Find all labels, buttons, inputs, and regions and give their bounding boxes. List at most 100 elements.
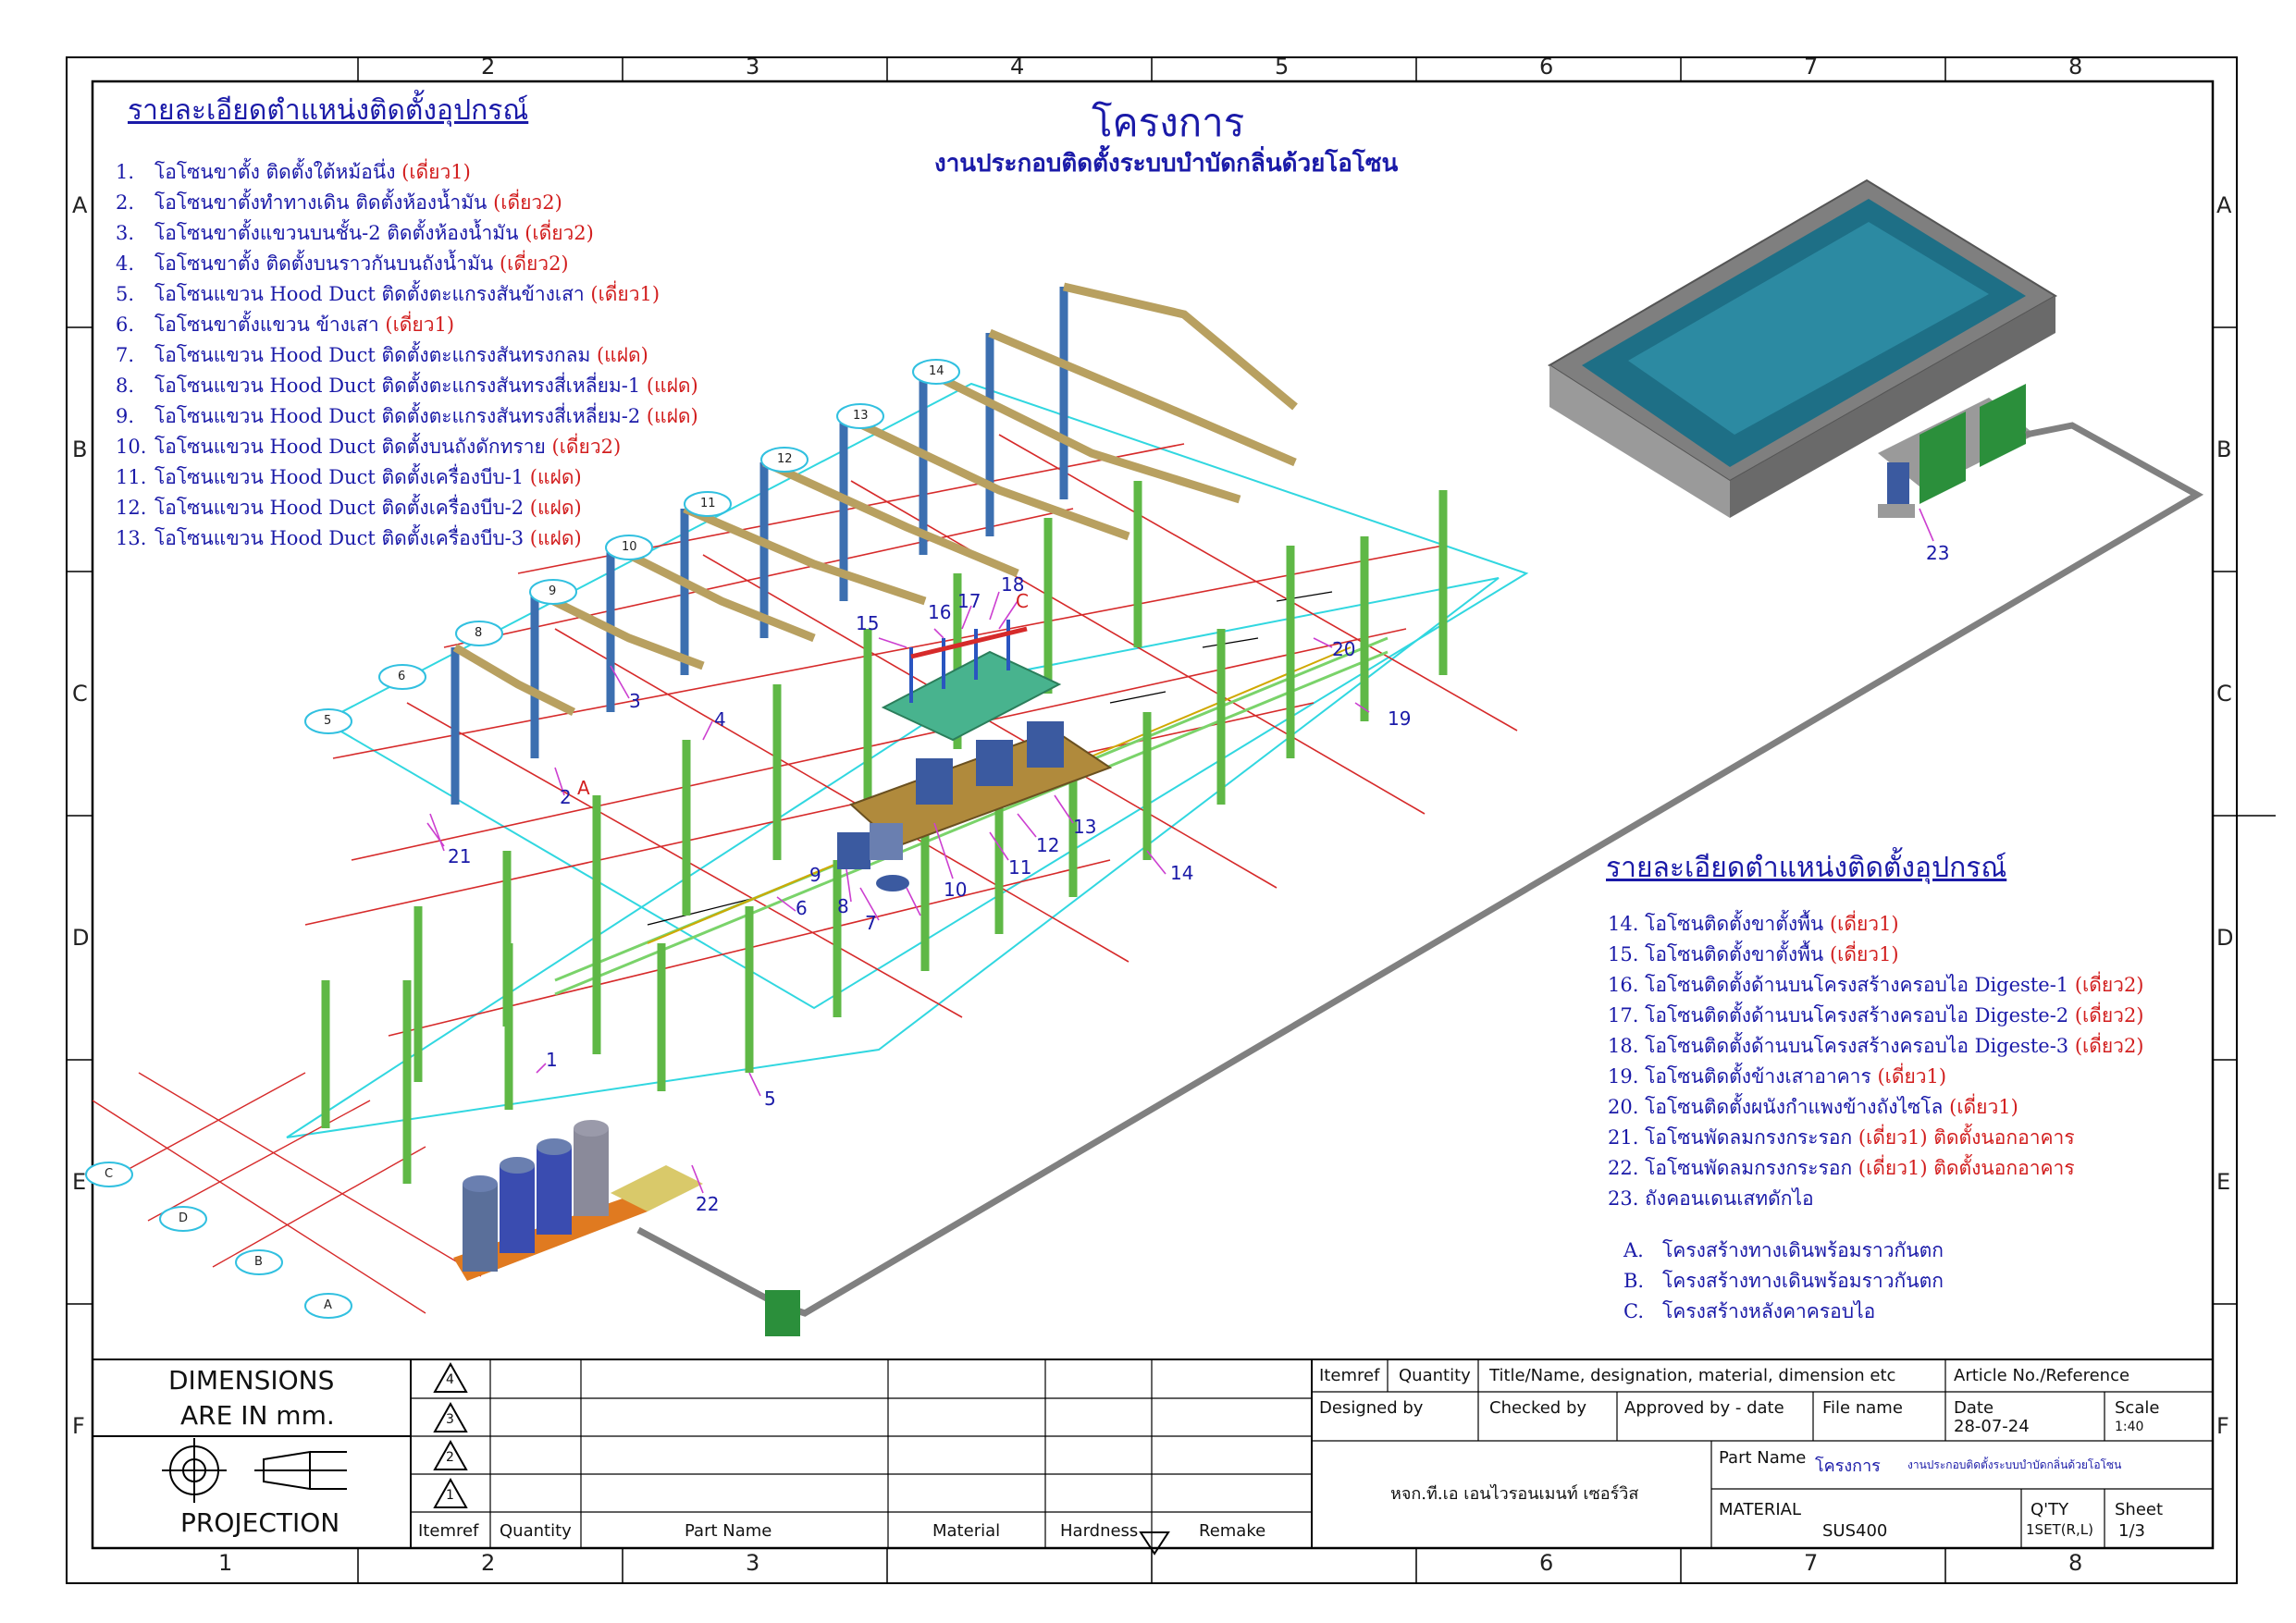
list-item: 19. โอโซนติดตั้งข้างเสาอาคาร (เดี่ยว1) [1608,1065,1947,1088]
list-item: A.โครงสร้างทางเดินพร้อมราวกันตก [1623,1239,1944,1261]
grid-bubble: 11 [700,497,716,510]
callout-label: 11 [1008,856,1032,879]
grid-bubble: B [254,1255,263,1269]
digester-canopy [849,620,1113,848]
tb-title-name: Title/Name, designation, material, dimen… [1489,1366,1896,1385]
parts-header-remake: Remake [1199,1521,1266,1541]
callout-label: 19 [1388,707,1412,730]
tb-article: Article No./Reference [1954,1366,2130,1385]
row-label: F [2216,1413,2229,1439]
callout-label: 2 [560,786,572,808]
parts-header-part-name: Part Name [685,1521,772,1541]
tb-date-label: Date [1954,1398,1994,1418]
callout-label: 8 [837,895,849,917]
list-right-title: รายละเอียดตำแหน่งติดตั้งอุปกรณ์ [1606,852,2007,884]
list-item: 7.โอโซนแขวน Hood Duct ติดตั้งตะแกรงสันทร… [116,344,648,366]
row-label: E [72,1169,87,1195]
grid-bubble: 5 [324,714,332,728]
parts-header-quantity: Quantity [500,1521,572,1541]
grid-bubble: D [179,1211,189,1225]
tb-date-value: 28-07-24 [1954,1417,2030,1436]
callout-label: 16 [928,601,952,623]
callout-label: 18 [1001,573,1025,596]
list-item: 18. โอโซนติดตั้งด้านบนโครงสร้างครอบไอ Di… [1608,1035,2144,1057]
callout-label: 4 [714,708,726,731]
main-pipe [636,422,2204,1317]
rev-mark: 2 [446,1450,454,1465]
callout-label: 23 [1926,542,1950,564]
rev-mark: 3 [446,1412,454,1427]
list-right-letters: A.โครงสร้างทางเดินพร้อมราวกันตก B.โครงสร… [1623,1236,1944,1327]
grid-bubble: 14 [929,364,944,378]
units-label: ARE IN mm. [180,1400,335,1431]
list-item: 10.โอโซนแขวน Hood Duct ติดตั้งบนถังดักทร… [116,436,622,458]
tb-part-name-label: Part Name [1719,1448,1807,1468]
dimensions-label: DIMENSIONS [168,1365,335,1396]
list-item: C.โครงสร้างหลังคาครอบไอ [1623,1300,1876,1322]
col-label: 5 [1275,54,1290,80]
list-item: 5.โอโซนแขวน Hood Duct ติดตั้งตะแกรงสันข้… [116,283,660,305]
leader-lines [426,508,1934,1194]
list-right: 14. โอโซนติดตั้งขาตั้งพื้น (เดี่ยว1) 15.… [1608,909,2144,1214]
col-label: 6 [1539,1550,1554,1576]
list-item: 4.โอโซนขาตั้ง ติดตั้งบนราวกันบนถังน้ำมัน… [116,252,569,275]
tb-part-name-value: งานประกอบติดตั้งระบบบำบัดกลิ่นด้วยโอโซน [1907,1458,2122,1471]
parts-header-material: Material [932,1521,1001,1541]
callout-label: 9 [809,864,821,886]
tb-quantity: Quantity [1399,1366,1471,1385]
callout-label: 1 [546,1049,558,1071]
grid-bubble: 9 [549,584,557,598]
callout-label: 5 [764,1088,776,1110]
grid-bubble: A [324,1298,332,1312]
project-label: โครงการ [1092,100,1245,145]
col-label: 8 [2068,1550,2083,1576]
callout-label: 10 [944,879,968,901]
list-item: 22. โอโซนพัดลมกรงกระรอก (เดี่ยว1) ติดตั้… [1608,1157,2075,1179]
row-label: F [72,1413,85,1439]
row-label: C [72,681,88,707]
list-item: 11.โอโซนแขวน Hood Duct ติดตั้งเครื่องบีบ… [116,466,582,488]
tb-file-name: File name [1822,1398,1903,1418]
grid-bubble: 13 [853,409,869,423]
callout-label: 14 [1170,862,1194,884]
tb-designed-by: Designed by [1319,1398,1424,1418]
list-item: 15. โอโซนติดตั้งขาตั้งพื้น (เดี่ยว1) [1608,943,1899,965]
list-left-title: รายละเอียดตำแหน่งติดตั้งอุปกรณ์ [128,94,529,127]
callout-label: 6 [796,897,808,919]
list-item: 3.โอโซนขาตั้งแขวนบนชั้น-2 ติดตั้งห้องน้ำ… [116,222,594,244]
tb-material-label: MATERIAL [1719,1500,1801,1519]
list-item: 13.โอโซนแขวน Hood Duct ติดตั้งเครื่องบีบ… [116,527,582,549]
callout-label: 17 [957,590,981,612]
tb-company: หจก.ที.เอ เอนไวรอนเมนท์ เซอร์วิส [1390,1484,1639,1504]
tb-itemref: Itemref [1319,1366,1380,1385]
col-label: 3 [746,1550,760,1576]
col-label: 7 [1804,1550,1819,1576]
tb-sheet-label: Sheet [2115,1500,2164,1519]
col-label: 3 [746,54,760,80]
callout-label: A [577,777,590,799]
title-block-lines [93,1359,2213,1555]
row-label: B [2216,436,2232,462]
list-item: 17. โอโซนติดตั้งด้านบนโครงสร้างครอบไอ Di… [1608,1004,2144,1027]
callout-label: 22 [696,1193,720,1215]
col-label: 2 [481,54,496,80]
list-item: 16. โอโซนติดตั้งด้านบนโครงสร้างครอบไอ Di… [1608,974,2144,996]
col-label: 7 [1804,54,1819,80]
grid-bubble: 12 [777,452,793,466]
row-label: A [2216,192,2232,218]
callout-label: 21 [448,845,472,867]
scrubber-towers [453,1120,703,1281]
callout-label: 3 [629,690,641,712]
tb-qty-value: 1SET(R,L) [2026,1521,2093,1538]
callout-label: C [1016,590,1029,612]
rev-mark: 4 [446,1372,454,1387]
col-label: 6 [1539,54,1554,80]
frame-ticks [67,57,2276,1583]
row-label: B [72,436,88,462]
tb-scale-label: Scale [2115,1398,2160,1418]
row-label: D [72,925,90,951]
list-item: 1.โอโซนขาตั้ง ติดตั้งใต้หม้อนึ่ง (เดี่ยว… [116,161,471,183]
grid-bubble: 8 [475,626,483,640]
